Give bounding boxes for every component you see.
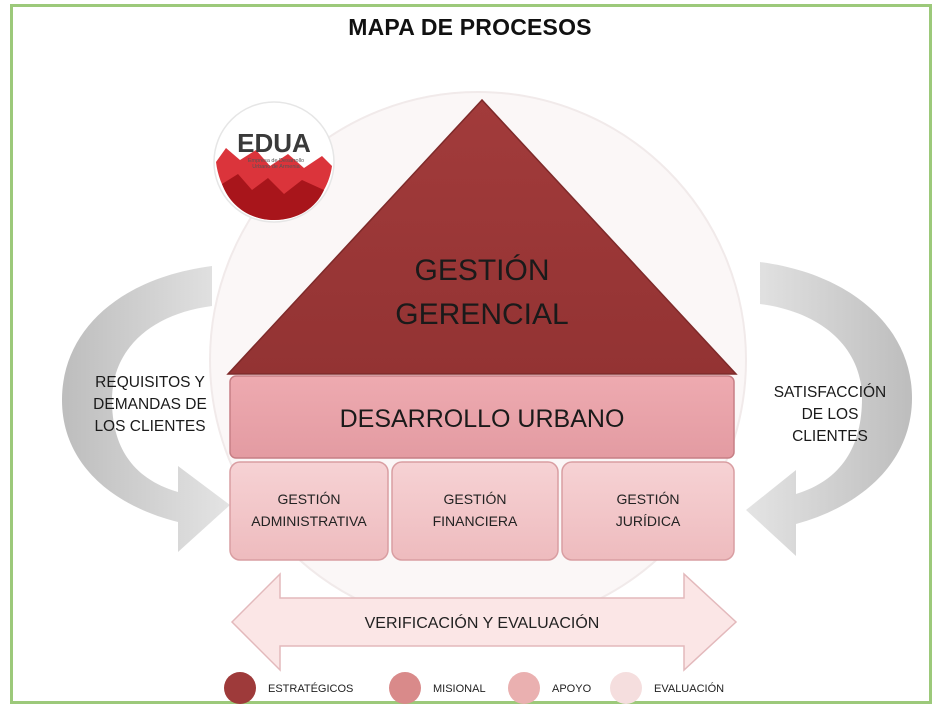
apoyo-box-financiera [391, 461, 559, 561]
apoyo-label-2-line1: GESTIÓN [443, 491, 506, 507]
diagram-title: MAPA DE PROCESOS [348, 14, 592, 40]
legend-label-evaluacion: EVALUACIÓN [654, 682, 724, 695]
legend-swatch-misional [389, 672, 421, 704]
apoyo-label-3-line2: JURÍDICA [616, 513, 681, 529]
logo-wordmark: EDUA [237, 128, 311, 158]
legend: ESTRATÉGICOS MISIONAL APOYO EVALUACIÓN [224, 672, 724, 704]
apoyo-label-1-line2: ADMINISTRATIVA [251, 513, 367, 529]
right-curved-arrow [746, 262, 912, 556]
legend-label-estrategicos: ESTRATÉGICOS [268, 682, 353, 695]
legend-swatch-apoyo [508, 672, 540, 704]
legend-label-apoyo: APOYO [552, 683, 592, 695]
strategic-label-line2: GERENCIAL [395, 298, 568, 331]
strategic-label-line1: GESTIÓN [414, 254, 549, 287]
apoyo-label-2-line2: FINANCIERA [433, 513, 518, 529]
logo-subtitle-line1: Empresa de Desarrollo [248, 158, 304, 164]
misional-label: DESARROLLO URBANO [340, 405, 625, 433]
misional-band [229, 375, 735, 459]
apoyo-label-3-line1: GESTIÓN [616, 491, 679, 507]
apoyo-box-juridica [561, 461, 735, 561]
legend-label-misional: MISIONAL [433, 683, 486, 695]
evaluation-double-arrow [230, 572, 738, 672]
left-curved-arrow [62, 266, 230, 552]
right-label-satisfaccion: SATISFACCIÓN DE LOS CLIENTES [773, 384, 887, 445]
legend-swatch-evaluacion [610, 672, 642, 704]
logo-subtitle-line2: Urbano de Armenia [252, 164, 300, 170]
apoyo-label-1-line1: GESTIÓN [277, 491, 340, 507]
apoyo-box-administrativa [229, 461, 389, 561]
strategic-triangle [226, 98, 738, 375]
evaluation-label: VERIFICACIÓN Y EVALUACIÓN [365, 613, 600, 632]
left-label-requisitos: REQUISITOS Y DEMANDAS DE LOS CLIENTES [93, 374, 207, 435]
edua-logo: EDUA Empresa de Desarrollo Urbano de Arm… [213, 101, 335, 223]
legend-swatch-estrategicos [224, 672, 256, 704]
